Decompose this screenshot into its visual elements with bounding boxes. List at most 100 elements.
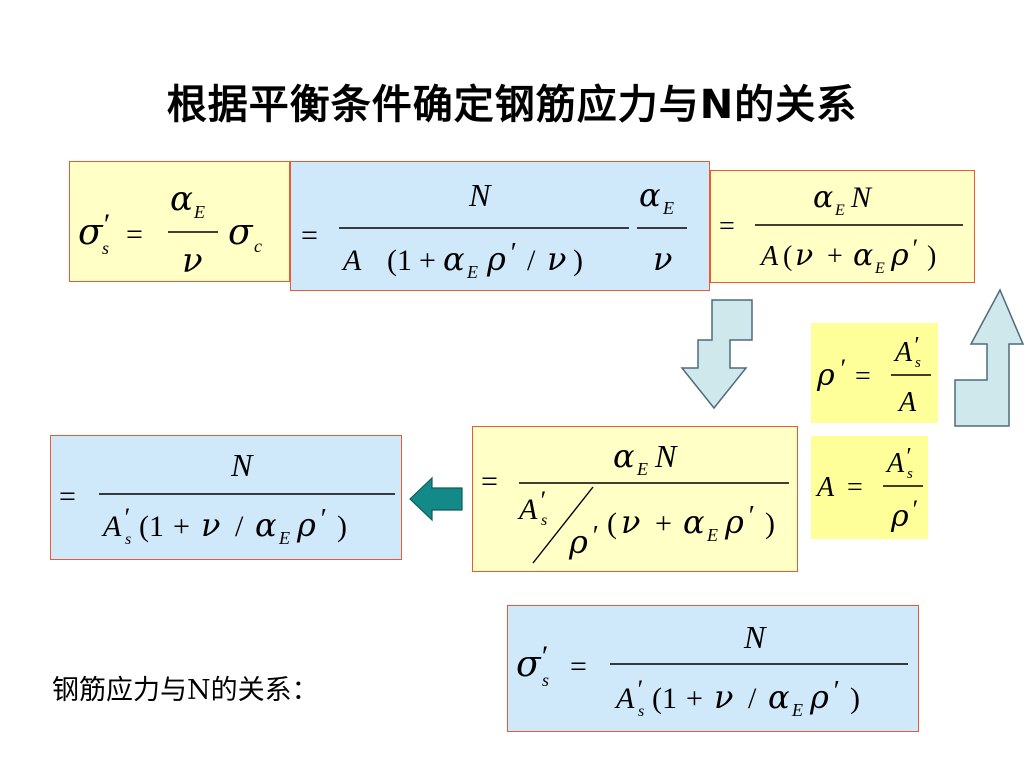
svg-text:ν: ν [621, 503, 640, 541]
svg-text:=: = [847, 472, 863, 503]
svg-text:ν: ν [201, 506, 220, 544]
equation-simplified-box: = α E N A ( ν + α E ρ ′ ) [710, 170, 975, 283]
svg-text:(1: (1 [652, 682, 677, 715]
svg-text:=: = [855, 361, 871, 392]
svg-text:′: ′ [839, 354, 845, 383]
svg-text:ρ: ρ [724, 503, 744, 541]
down-arrow-icon [680, 299, 753, 410]
svg-text:N: N [230, 447, 254, 483]
svg-text:ν: ν [653, 240, 672, 278]
svg-text:α: α [255, 506, 277, 544]
equation-substitution-formula: = N A (1 + α E ρ ′ / ν ) α E ν [301, 176, 687, 282]
equation-replaced-formula: = α E N A ′ s ρ ′ ( ν + α E ρ ′ ) [481, 437, 789, 564]
svg-text:(1: (1 [139, 510, 164, 543]
svg-text:σ: σ [78, 212, 104, 253]
svg-text:σ: σ [228, 212, 254, 253]
svg-text:′: ′ [832, 676, 839, 707]
equation-stress-formula: σ ′ s = α E ν σ c [78, 179, 262, 281]
slide-title: 根据平衡条件确定钢筋应力与N的关系 [166, 82, 858, 128]
svg-text:=: = [301, 219, 318, 252]
definition-rho-formula: ρ ′ = A ′ s A [816, 333, 931, 418]
equation-result-formula: σ ′ s = N A ′ s (1 + ν / α E ρ ′ ) [516, 619, 908, 720]
svg-text:E: E [278, 528, 290, 548]
equation-stress-box: σ ′ s = α E ν σ c [69, 161, 290, 282]
svg-text:A: A [893, 337, 913, 368]
svg-text:=: = [570, 650, 587, 683]
equation-simplified-formula: = α E N A ( ν + α E ρ ′ ) [719, 180, 963, 277]
svg-text:E: E [834, 202, 845, 219]
svg-text:/: / [235, 510, 244, 543]
svg-text:α: α [443, 240, 465, 278]
svg-text:ρ: ρ [809, 678, 829, 716]
svg-text:(: ( [783, 241, 792, 272]
equation-replaced-box: = α E N A ′ s ρ ′ ( ν + α E ρ ′ ) [472, 426, 798, 572]
svg-text:′: ′ [319, 504, 326, 535]
svg-text:′: ′ [913, 333, 919, 359]
svg-text:′: ′ [911, 495, 917, 524]
svg-text:σ: σ [516, 644, 542, 685]
svg-text:A: A [101, 510, 122, 543]
svg-text:+: + [686, 682, 703, 715]
svg-text:ν: ν [714, 678, 733, 716]
svg-text:′: ′ [509, 238, 516, 269]
svg-text:E: E [791, 700, 803, 720]
svg-text:E: E [466, 262, 478, 282]
left-arrow-icon [409, 476, 463, 522]
up-arrow-icon [954, 288, 1024, 427]
svg-text:E: E [636, 459, 648, 479]
svg-text:′: ′ [102, 208, 109, 241]
equation-final-form-box: = N A ′ s (1 + ν / α E ρ ′ ) [50, 435, 402, 560]
svg-text:α: α [768, 678, 790, 716]
svg-text:/: / [748, 682, 757, 715]
svg-text:α: α [613, 437, 635, 475]
svg-text:E: E [706, 525, 718, 545]
svg-text:(1: (1 [387, 244, 412, 277]
svg-text:ρ: ρ [816, 358, 835, 393]
svg-text:′: ′ [636, 675, 642, 704]
svg-text:s: s [907, 466, 913, 482]
svg-text:′: ′ [905, 444, 911, 470]
svg-text:E: E [193, 202, 205, 222]
svg-text:A: A [614, 682, 635, 715]
svg-text:A: A [885, 448, 905, 479]
svg-text:′: ′ [911, 234, 917, 263]
svg-text:c: c [254, 236, 262, 256]
svg-text:+: + [655, 507, 672, 540]
svg-text:=: = [719, 211, 735, 242]
svg-text:′: ′ [539, 486, 545, 515]
svg-text:N: N [654, 438, 678, 474]
svg-text:s: s [102, 238, 109, 258]
svg-text:′: ′ [123, 503, 129, 532]
svg-text:α: α [853, 238, 873, 273]
svg-text:=: = [126, 218, 143, 251]
svg-text:s: s [541, 512, 547, 529]
svg-text:ρ: ρ [568, 523, 588, 561]
equation-result-box: σ ′ s = N A ′ s (1 + ν / α E ρ ′ ) [507, 605, 919, 732]
definition-rho-box: ρ ′ = A ′ s A [811, 323, 938, 423]
svg-text:ρ: ρ [486, 240, 506, 278]
svg-text:α: α [683, 503, 705, 541]
svg-text:(: ( [607, 507, 617, 540]
definition-area-formula: A = A ′ s ρ ′ [815, 444, 923, 534]
svg-text:′: ′ [591, 521, 598, 552]
svg-text:ν: ν [182, 241, 203, 281]
svg-text:′: ′ [747, 501, 754, 532]
svg-text:/: / [527, 244, 536, 277]
svg-text:s: s [125, 531, 131, 548]
svg-text:+: + [827, 241, 843, 272]
svg-text:α: α [639, 176, 661, 214]
svg-text:): ) [765, 507, 775, 540]
svg-text:N: N [850, 181, 873, 214]
svg-text:): ) [573, 244, 583, 277]
equation-substitution-box: = N A (1 + α E ρ ′ / ν ) α E ν [290, 161, 710, 291]
svg-text:ρ: ρ [296, 506, 316, 544]
svg-text:s: s [638, 703, 644, 720]
svg-text:A: A [517, 493, 538, 526]
svg-text:+: + [419, 244, 436, 277]
svg-text:s: s [915, 355, 921, 371]
svg-text:): ) [337, 510, 347, 543]
svg-text:ρ: ρ [890, 238, 909, 273]
conclusion-label: 钢筋应力与N的关系： [52, 675, 319, 706]
svg-text:E: E [874, 260, 885, 277]
svg-text:ρ: ρ [890, 499, 909, 534]
